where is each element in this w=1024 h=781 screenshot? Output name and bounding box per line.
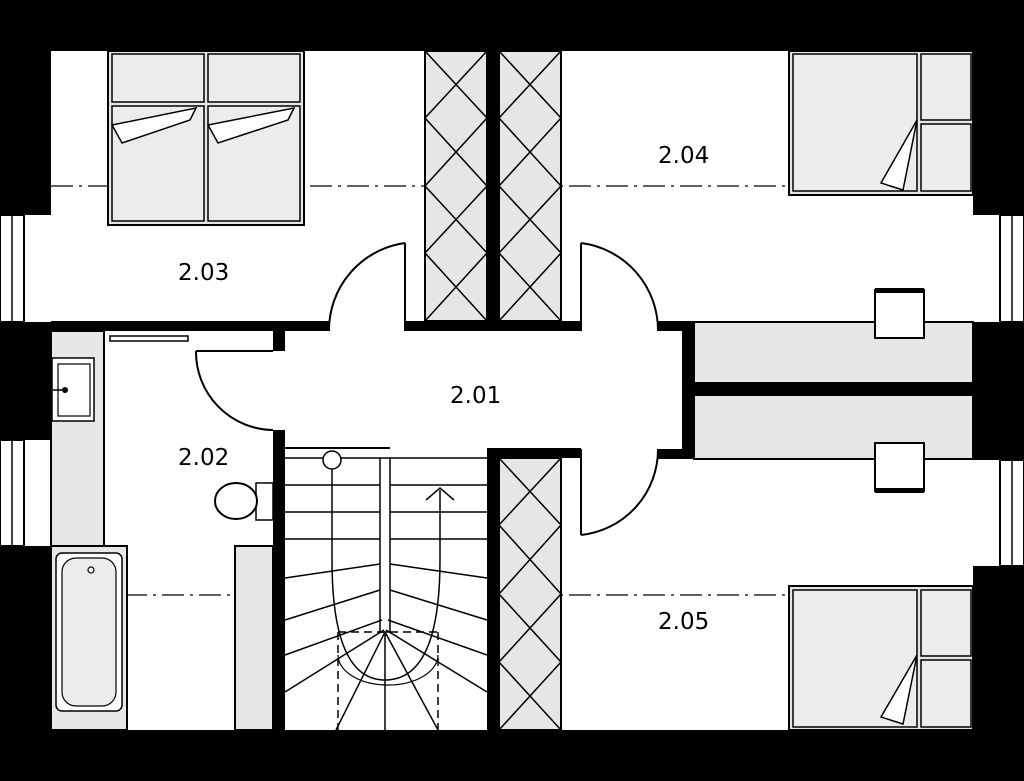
room-label-2-01: 2.01 <box>450 383 501 409</box>
window-right-lower <box>999 459 1024 567</box>
door-2-03[interactable] <box>327 242 406 332</box>
staircase <box>273 447 488 731</box>
door-2-05[interactable] <box>580 448 660 536</box>
window-left-upper <box>0 214 25 323</box>
single-bed-bottom <box>788 585 974 731</box>
wardrobe-top-left <box>423 50 489 322</box>
room-label-2-05: 2.05 <box>658 609 709 635</box>
door-2-04[interactable] <box>580 242 660 332</box>
room-label-2-02: 2.02 <box>178 445 229 471</box>
window-right-upper <box>999 214 1024 323</box>
desk-upper <box>693 288 974 384</box>
desk-lower <box>693 394 974 493</box>
single-bed-top <box>788 50 974 196</box>
room-label-2-04: 2.04 <box>658 143 709 169</box>
door-2-02[interactable] <box>194 350 274 431</box>
wardrobe-bottom <box>497 457 563 731</box>
room-label-2-03: 2.03 <box>178 260 229 286</box>
room-labels: 2.01 2.02 2.03 2.04 2.05 <box>178 143 709 635</box>
window-left-lower <box>0 439 25 547</box>
double-bed <box>107 50 305 226</box>
bathroom-fixtures <box>50 330 274 731</box>
wardrobe-top-right <box>497 50 563 322</box>
